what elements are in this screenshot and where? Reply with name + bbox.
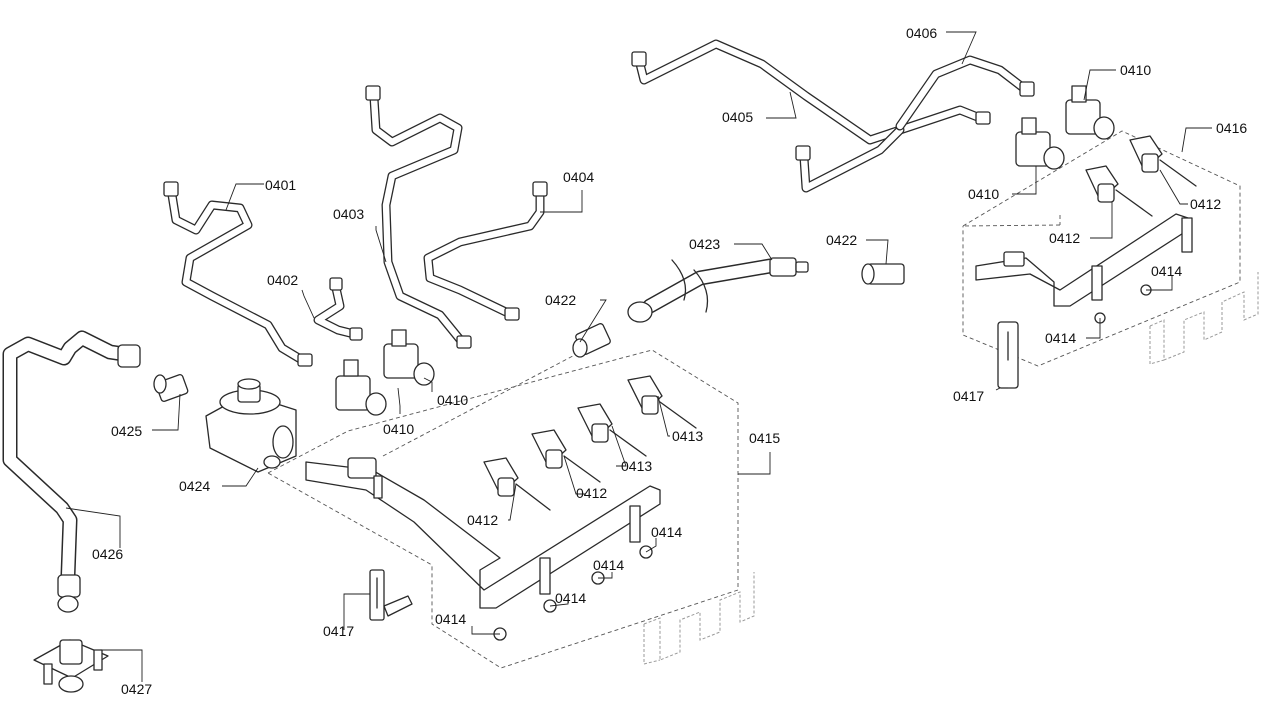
adapter-0425 bbox=[153, 374, 189, 402]
callout-0413-a: 0413 bbox=[621, 458, 652, 474]
callout-0422-a: 0422 bbox=[545, 292, 576, 308]
burner-valve-0413-a bbox=[577, 403, 647, 457]
callout-0422-b: 0422 bbox=[826, 232, 857, 248]
callout-0403: 0403 bbox=[333, 206, 364, 222]
callout-0414-c: 0414 bbox=[593, 557, 624, 573]
gas-tube-0403 bbox=[365, 85, 472, 349]
burner-valve-0412-a bbox=[483, 457, 551, 511]
solenoid-valve-0410-a bbox=[335, 359, 387, 416]
gas-tube-0404 bbox=[423, 181, 548, 321]
assembly-outline-0416 bbox=[962, 130, 1241, 367]
callout-0413-b: 0413 bbox=[672, 428, 703, 444]
solenoid-valve-0410-b bbox=[383, 329, 435, 386]
callout-0424: 0424 bbox=[179, 478, 210, 494]
adapter-0422-left bbox=[572, 323, 611, 358]
callout-0414-f: 0414 bbox=[1151, 263, 1182, 279]
burner-valve-0412-c bbox=[1085, 165, 1153, 217]
connector-0427 bbox=[33, 639, 109, 693]
solenoid-valve-0410-c bbox=[1015, 117, 1065, 170]
callout-0412-d: 0412 bbox=[1190, 196, 1221, 212]
callout-0427: 0427 bbox=[121, 681, 152, 697]
frame-outline-left bbox=[643, 572, 755, 665]
callout-0404: 0404 bbox=[563, 169, 594, 185]
callout-0415: 0415 bbox=[749, 430, 780, 446]
gas-tube-0405 bbox=[631, 39, 991, 193]
supply-line-0423 bbox=[627, 257, 809, 323]
callout-0423: 0423 bbox=[689, 236, 720, 252]
callout-0402: 0402 bbox=[267, 272, 298, 288]
burner-valve-0412-b bbox=[531, 429, 601, 483]
callout-0414-b: 0414 bbox=[555, 590, 586, 606]
burner-valve-0413-b bbox=[627, 375, 697, 429]
pressure-regulator-0424 bbox=[205, 378, 297, 473]
callout-0417-a: 0417 bbox=[323, 623, 354, 639]
gas-tube-0406 bbox=[895, 55, 1035, 131]
callout-0401: 0401 bbox=[265, 177, 296, 193]
callout-0410-a: 0410 bbox=[383, 421, 414, 437]
callout-0410-d: 0410 bbox=[1120, 62, 1151, 78]
supply-line-0426 bbox=[2, 330, 141, 613]
frame-outline-right bbox=[1149, 272, 1259, 365]
callout-0426: 0426 bbox=[92, 546, 123, 562]
solenoid-valve-0410-d bbox=[1065, 85, 1115, 140]
callout-0410-c: 0410 bbox=[968, 186, 999, 202]
burner-valve-0412-d bbox=[1129, 135, 1197, 187]
callout-0405: 0405 bbox=[722, 109, 753, 125]
callout-labels: 0401 0402 0403 0404 0405 0406 0410 0410 … bbox=[92, 25, 1247, 697]
callout-0417-b: 0417 bbox=[953, 388, 984, 404]
callout-0412-a: 0412 bbox=[467, 512, 498, 528]
bracket-0417-b bbox=[997, 321, 1019, 389]
adapter-0422-right bbox=[861, 263, 905, 285]
callout-0406: 0406 bbox=[906, 25, 937, 41]
bracket-0417-a bbox=[369, 569, 413, 621]
assembly-outline-0415 bbox=[267, 347, 739, 669]
callout-0414-a: 0414 bbox=[435, 611, 466, 627]
callout-0412-b: 0412 bbox=[576, 485, 607, 501]
callout-0412-c: 0412 bbox=[1049, 230, 1080, 246]
callout-0414-d: 0414 bbox=[651, 524, 682, 540]
manifold-0415 bbox=[305, 457, 661, 609]
callout-0425: 0425 bbox=[111, 423, 142, 439]
callout-0416: 0416 bbox=[1216, 120, 1247, 136]
callout-0414-e: 0414 bbox=[1045, 330, 1076, 346]
callout-0410-b: 0410 bbox=[437, 392, 468, 408]
leader-lines bbox=[65, 31, 1212, 682]
tee-fitting-0402 bbox=[313, 277, 363, 341]
manifold-0416 bbox=[975, 213, 1193, 307]
gas-tube-0401 bbox=[163, 181, 313, 367]
